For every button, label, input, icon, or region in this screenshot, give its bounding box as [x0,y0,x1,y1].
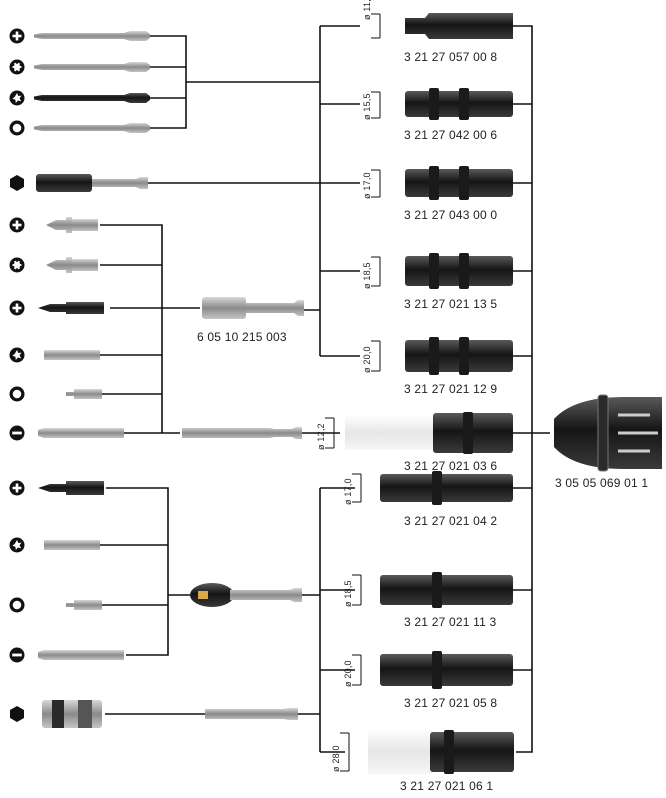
diameter-label: ø 28,0 [331,745,341,772]
part-number-label: 3 21 27 021 12 9 [404,382,498,396]
part-number-label: 3 21 27 057 00 8 [404,50,498,64]
torx-plus-icon [9,90,25,106]
part-number-label: 3 21 27 021 11 3 [404,615,497,629]
torx-plus-icon [9,537,25,553]
short-bit-phillips-dark [38,302,104,314]
phillips-icon [9,28,25,44]
phillips-icon [9,217,25,233]
sleeve-15-5 [405,88,513,120]
diameter-label: ø 15,5 [362,93,372,120]
part-number-label: 3 21 27 021 03 6 [404,459,498,473]
diameter-label: ø 18,5 [343,580,353,607]
short-bit-slotted-2 [38,650,124,660]
part-number-label: 3 21 27 021 13 5 [404,297,498,311]
sleeve-18-5 [405,253,513,289]
diameter-label: ø 17,0 [343,478,353,505]
sleeve-17-0-b [380,471,513,505]
bit-holder [202,297,304,319]
short-bit-slotted [38,428,124,438]
sleeve-17-0 [405,166,513,200]
diameter-label: ø 17,0 [362,172,372,199]
torx-plus-icon [9,347,25,363]
sleeve-28-0-white [368,730,514,774]
diameter-label: ø 18,5 [362,262,372,289]
square-icon [9,120,25,136]
short-bit-torx-plus-2 [44,540,100,550]
torx-icon [9,59,25,75]
short-bit-phillips-dark-2 [38,481,104,495]
short-bit-square-2 [66,600,102,610]
depth-locator [554,394,662,472]
sleeve-11-2 [405,13,513,39]
short-bit-torx-plus [44,350,100,360]
long-bit-phillips [34,31,150,41]
part-number-label: 3 05 05 069 01 1 [555,476,649,490]
diameter-label: ø 20,0 [362,346,372,373]
part-number-label: 3 21 27 043 00 0 [404,208,498,222]
part-number-label: 3 21 27 021 06 1 [400,779,494,793]
square-icon [9,597,25,613]
short-bit-torx [46,257,98,273]
sleeve-12-2-white [345,412,513,454]
long-bit-torx [34,62,150,72]
part-number-label: 3 21 27 021 05 8 [404,696,498,710]
sleeve-20-0 [405,337,513,375]
part-number-label: 6 05 10 215 003 [197,330,287,344]
socket-extension [205,708,298,720]
slotted-icon [9,647,25,663]
long-bit-torx-plus [34,93,150,103]
phillips-icon [9,480,25,496]
long-bit-square [34,123,150,133]
short-bit-phillips [46,217,98,233]
part-number-label: 3 21 27 042 00 6 [404,128,498,142]
torx-icon [9,257,25,273]
phillips-icon [9,300,25,316]
hex-icon [10,706,24,722]
square-icon [9,386,25,402]
quick-change-chuck [190,583,302,607]
diameter-label: ø 11,2 [362,0,372,20]
sleeve-20-0-b [380,651,513,689]
diameter-label: ø 12,2 [316,423,326,450]
part-number-label: 3 21 27 021 04 2 [404,514,498,528]
hex-icon [10,175,24,191]
diameter-brackets [325,13,381,772]
slotted-icon [9,425,25,441]
connector-lines [100,25,550,753]
diameter-label: ø 20,0 [343,660,353,687]
bit-adapter [182,427,302,439]
short-bit-square [66,389,102,399]
hex-nut-driver [36,174,148,192]
sleeve-18-5-b [380,572,513,608]
hex-socket [42,700,102,728]
